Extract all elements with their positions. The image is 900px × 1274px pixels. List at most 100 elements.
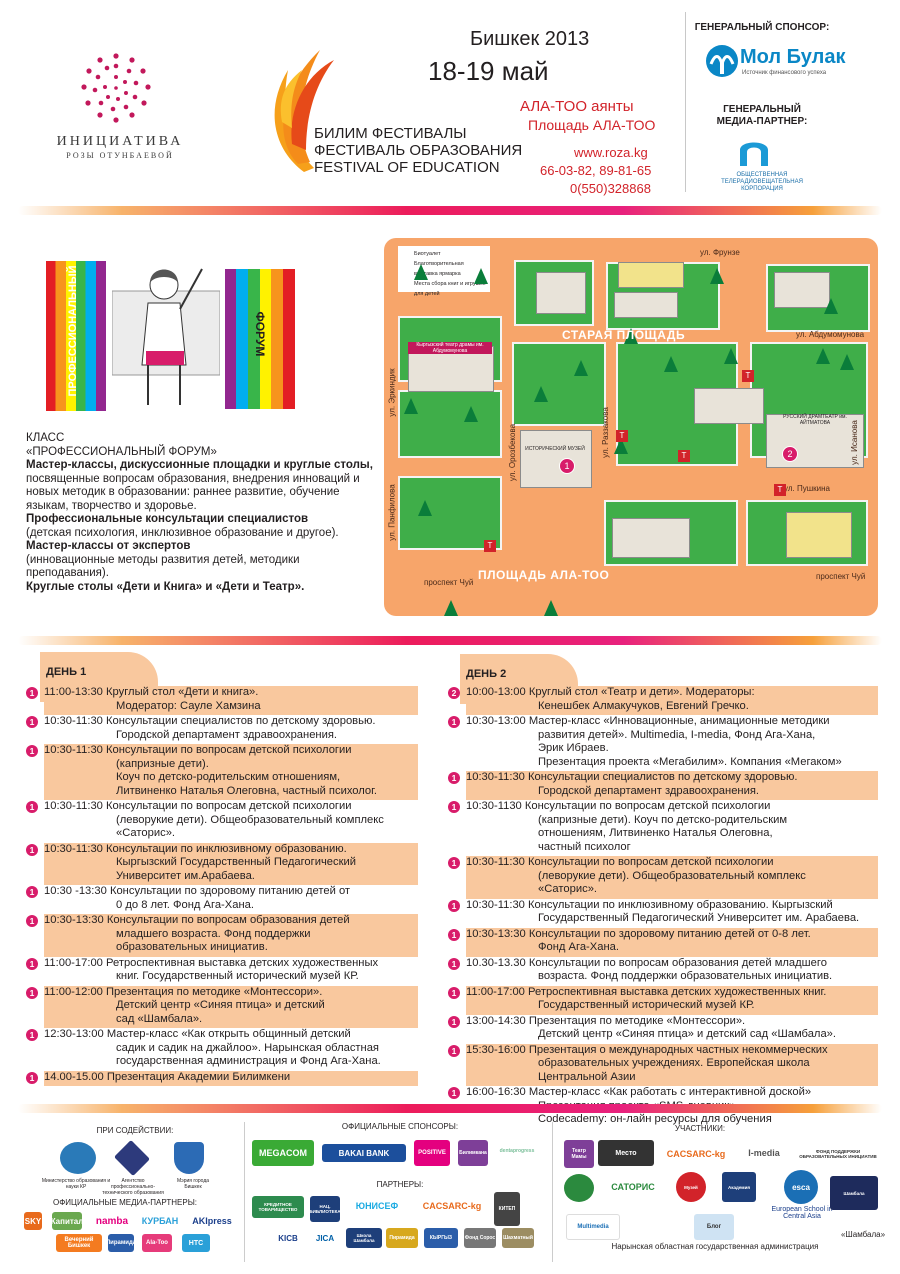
venue-number-badge: 1 — [26, 915, 38, 927]
schedule-title: Мастер-класс «Как открыть общинный детск… — [106, 1028, 351, 1040]
street-label: ул. Исанова — [849, 420, 859, 465]
shambala-caption: «Шамбала» — [840, 1230, 886, 1239]
divider-middle — [18, 636, 882, 645]
participant-logo-3: CACSARC-kg — [658, 1144, 734, 1164]
tree-icon — [624, 328, 638, 344]
participant-logo-blog: Блог — [694, 1214, 734, 1240]
partners-label: ПАРТНЕРЫ: — [376, 1180, 424, 1189]
schedule-detail: Государственный Педагогический Университ… — [538, 912, 860, 924]
support-name-1: Министерство образования и науки КР — [41, 1178, 111, 1190]
forum-text-1: посвященные вопросам образования, внедре… — [26, 472, 360, 512]
street-label: ул. Орозбекова — [508, 423, 518, 482]
forum-text-3: (инновационные методы развития детей, ме… — [26, 553, 300, 580]
legend-item-fair: Благотворительная выставка ярмарка — [414, 261, 464, 277]
sponsor-logo-denta: dentaprogress — [494, 1138, 540, 1164]
schedule-title: Консультации по вопросам образования дет… — [106, 914, 350, 926]
schedule-title: Мастер-класс «Инновационные, анимационны… — [528, 715, 830, 727]
tree-icon — [824, 298, 838, 314]
schedule-item: 10.30-13.30 Консультации по вопросам обр… — [466, 957, 878, 986]
street-label: ул. Панфилова — [387, 484, 397, 541]
map-building-label: РУССКИЙ ДРАМТЕАТР им. АЙТМАТОВА — [783, 414, 847, 426]
tree-icon — [414, 264, 428, 280]
schedule-time: 10:00-13:00 — [466, 686, 526, 698]
media-logo-piramida: Пирамида — [106, 1234, 136, 1252]
venue-number-badge: 1 — [26, 843, 38, 856]
partner-logo-chess: Шахматный — [502, 1228, 534, 1248]
street-label: ул. Абдумомунова — [796, 330, 865, 339]
initiative-logo-icon — [81, 53, 151, 123]
partner-logo-piramida: Пирамида — [386, 1228, 418, 1248]
schedule-detail: Городской департамент здравоохранения. — [116, 728, 338, 741]
schedule-detail: образовательных инициатив. — [116, 941, 268, 953]
schedule-detail: садик и садик на джайлоо». Нарынская обл… — [116, 1041, 379, 1054]
schedule-detail: Детский центр «Синяя птица» и детский са… — [538, 1028, 836, 1040]
venue-number-badge: 1 — [448, 1044, 460, 1057]
schedule-detail: книг. Государственный исторический музей… — [116, 970, 359, 982]
tree-icon — [544, 600, 558, 616]
schedule-time: 10:30-13:30 — [44, 914, 104, 926]
schedule-detail: Модератор: Сауле Хамзина — [116, 699, 261, 712]
media-name-2: ТЕЛЕРАДИОВЕЩАТЕЛЬНАЯ — [721, 179, 803, 185]
schedule-item: 15:30-16:00 Презентация о международных … — [466, 1043, 878, 1086]
schedule-title: Презентация Академии Билимкени — [106, 1070, 291, 1083]
schedule-detail: «Саторис». — [116, 827, 176, 839]
website-link[interactable]: www.roza.kg — [574, 145, 648, 160]
forum-bold-4: Круглые столы «Дети и Книга» и «Дети и Т… — [26, 580, 305, 593]
support-name-3: Мэрия города Бишкек — [176, 1178, 210, 1190]
schedule-time: 10:30-1130 — [466, 800, 522, 812]
otrk-logo-icon — [740, 142, 768, 166]
festival-dates: 18-19 май — [428, 56, 549, 86]
sponsor-logo-bakai: BAKAI BANK — [322, 1144, 406, 1162]
schedule-item: 10:30-1130 Консультации по вопросам детс… — [466, 800, 878, 856]
phone-1: 66-03-82, 89-81-65 — [540, 163, 652, 178]
schedule-item: 10:30-11:30 Консультации специалистов по… — [466, 771, 878, 800]
forum-text-2: (детская психология, инклюзивное образов… — [26, 526, 339, 539]
tree-icon — [614, 438, 628, 454]
schedule-title: Консультации по здоровому питанию детей … — [528, 927, 811, 940]
media-partners-label: ОФИЦИАЛЬНЫЕ МЕДИА-ПАРТНЕРЫ: — [52, 1198, 198, 1207]
schedule-item: 14.00-15.00 Презентация Академии Билимке… — [44, 1070, 418, 1086]
map-building — [612, 518, 690, 558]
media-logo-kapital: Капитал — [51, 1212, 83, 1230]
venue-number-badge: 2 — [448, 687, 460, 699]
partner-logo-kicb: KICB — [270, 1228, 306, 1248]
schedule-detail: возраста. Фонд поддержки образовательных… — [538, 970, 833, 982]
venue-marker-2[interactable]: 2 — [782, 446, 798, 462]
media-logo-kurban: КУРБАН — [140, 1212, 180, 1230]
schedule-detail: (леворукие дети). Общеобразовательный ко… — [538, 869, 806, 882]
map-building — [618, 262, 684, 288]
participant-logo-satoris: САТОРИС — [600, 1176, 666, 1198]
participant-logo-2: Место — [598, 1140, 654, 1166]
map-building — [520, 430, 592, 488]
schedule-detail: Городской департамент здравоохранения. — [538, 784, 760, 797]
partner-logo-jica: JICA — [310, 1228, 340, 1248]
venue-number-badge: 1 — [26, 1071, 38, 1084]
esca-caption: European School in Central Asia — [771, 1206, 833, 1220]
schedule-time: 11:00-17:00 — [466, 985, 525, 998]
schedule-item: 11:00-12:00 Презентация по методике «Мон… — [44, 985, 418, 1028]
venue-number-badge: 1 — [26, 801, 38, 813]
support-label: ПРИ СОДЕЙСТВИИ: — [96, 1126, 174, 1135]
venue-ru: Площадь АЛА-ТОО — [528, 117, 656, 133]
general-sponsor-label: ГЕНЕРАЛЬНЫЙ СПОНСОР: — [694, 22, 830, 33]
partner-logo-cacsarc: CACSARC-kg — [414, 1196, 490, 1216]
phone-2: 0(550)328868 — [570, 181, 651, 196]
toilet-marker-icon: T — [616, 430, 628, 442]
forum-description: КЛАСС «ПРОФЕССИОНАЛЬНЫЙ ФОРУМ» Мастер-кл… — [26, 432, 376, 594]
city-year: Бишкек 2013 — [470, 28, 590, 50]
map-legend: Биотуалет Благотворительная выставка ярм… — [398, 246, 490, 297]
venue-number-badge: 1 — [448, 772, 460, 784]
divider-line — [685, 12, 686, 192]
schedule-item: 10:30-11:30 Консультации по инклюзивному… — [466, 899, 878, 928]
media-logo-alatoo: Ala-Too — [142, 1234, 172, 1252]
schedule-detail: 0 до 8 лет. Фонд Ага-Хана. — [116, 898, 254, 911]
media-logo-namba: namba — [92, 1212, 132, 1230]
map-building — [614, 292, 678, 318]
venue-number-badge: 1 — [26, 1029, 38, 1041]
schedule-detail: Кыргызский Государственный Педагогически… — [116, 856, 357, 868]
participant-logo-7: Музей — [676, 1172, 706, 1202]
sponsor-name: Мол Булак — [740, 46, 846, 68]
schedule-title: Мастер-класс «Как работать с интерактивн… — [528, 1086, 812, 1098]
venue-marker-1[interactable]: 1 — [559, 458, 575, 474]
schedule-detail: образовательных учреждениях. Европейская… — [538, 1057, 810, 1069]
